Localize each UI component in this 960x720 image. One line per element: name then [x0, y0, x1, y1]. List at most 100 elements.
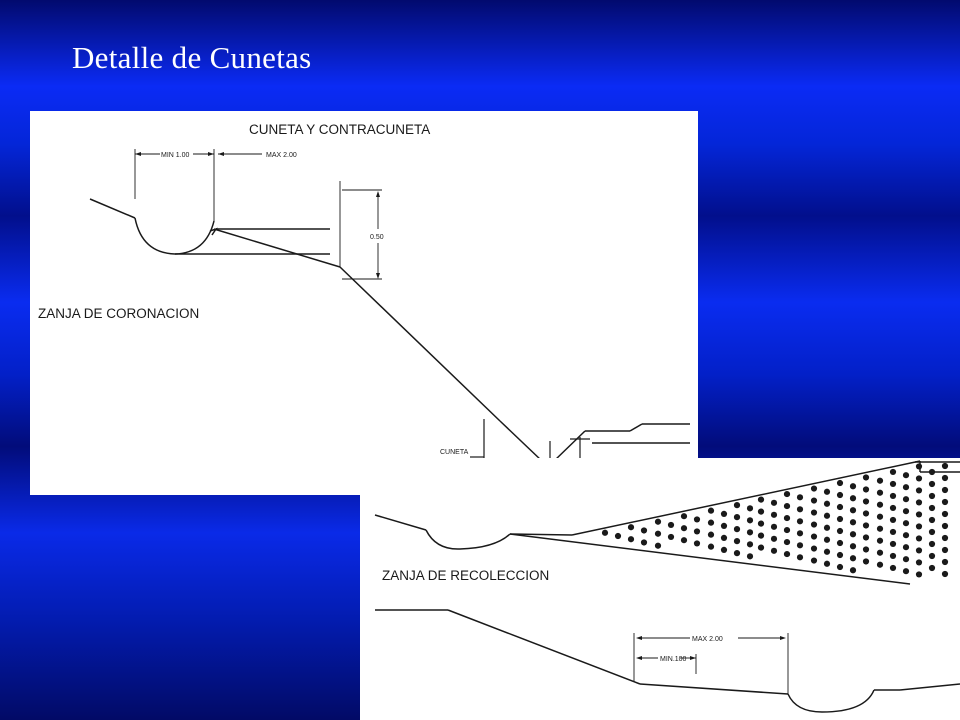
gravel-dot — [720, 534, 728, 541]
gravel-dot — [941, 570, 949, 578]
gravel-dot — [757, 508, 765, 515]
gravel-dot — [862, 510, 870, 517]
road-profile — [375, 609, 960, 713]
gravel-dot — [823, 536, 831, 543]
gravel-dot — [746, 517, 754, 524]
gravel-dot — [941, 486, 949, 494]
gravel-dot — [783, 538, 791, 546]
gravel-dot — [876, 537, 884, 544]
gravel-dot — [915, 523, 923, 530]
gravel-dot — [915, 511, 923, 518]
gravel-dot — [876, 477, 884, 484]
dim-height-label: 0.50 — [370, 234, 384, 241]
gravel-dot — [889, 492, 897, 500]
gravel-dot — [836, 551, 844, 559]
gravel-dot — [823, 524, 831, 531]
gravel-dot — [902, 556, 910, 563]
gravel-dot — [849, 483, 857, 490]
gravel-dot — [876, 525, 884, 532]
gravel-dot — [720, 522, 728, 529]
gravel-dot — [889, 480, 897, 488]
gravel-dot — [889, 552, 897, 560]
gravel-dot — [810, 533, 818, 540]
gravel-dot — [915, 535, 923, 542]
crown-ditch-dimension — [134, 149, 262, 221]
gravel-dot — [862, 534, 870, 541]
gravel-dot — [770, 499, 778, 506]
gravel-dot — [746, 505, 754, 512]
gravel-dot — [928, 528, 936, 536]
gravel-dot — [654, 542, 662, 549]
gravel-dot — [720, 546, 728, 553]
gravel-dot — [876, 489, 884, 496]
gravel-dot — [915, 475, 923, 482]
gravel-dot — [796, 530, 804, 537]
gravel-dot — [707, 507, 715, 514]
gravel-dot — [823, 548, 831, 555]
zanja-coronacion-label: ZANJA DE CORONACION — [38, 306, 199, 321]
gravel-dot — [783, 526, 791, 534]
gravel-dot — [915, 463, 923, 470]
gravel-dot — [836, 491, 844, 499]
gravel-dot — [876, 513, 884, 520]
dim-max-bottom-label: MAX 2.00 — [692, 636, 723, 643]
gravel-dot — [915, 559, 923, 566]
gravel-dot — [862, 558, 870, 565]
crown-ditch-profile — [89, 198, 501, 422]
gravel-dot — [836, 527, 844, 535]
gravel-dot — [915, 571, 923, 578]
gravel-dot — [928, 540, 936, 548]
gravel-dot — [720, 510, 728, 517]
gravel-dot — [849, 495, 857, 502]
gravel-dot — [680, 537, 688, 544]
gravel-dot — [902, 568, 910, 575]
gravel-dot — [693, 516, 701, 523]
gravel-dot — [902, 544, 910, 551]
dim-min-bottom-label: MIN.100 — [660, 656, 687, 663]
gravel-dot — [836, 563, 844, 571]
gravel-dot — [941, 498, 949, 506]
gravel-dot — [849, 531, 857, 538]
gravel-dot — [757, 496, 765, 503]
gravel-dot — [783, 490, 791, 498]
gravel-dot — [810, 545, 818, 552]
gravel-dot — [810, 521, 818, 528]
drawing-heading: CUNETA Y CONTRACUNETA — [249, 122, 430, 137]
gravel-dot — [889, 540, 897, 548]
gravel-dot — [693, 540, 701, 547]
gravel-dot — [796, 494, 804, 501]
gravel-dot — [810, 509, 818, 516]
gravel-dot — [796, 542, 804, 549]
gravel-dot — [823, 488, 831, 495]
gravel-dot — [627, 524, 635, 531]
gravel-dot — [941, 474, 949, 482]
gravel-dot — [627, 536, 635, 543]
gravel-dot — [849, 567, 857, 574]
gravel-dot — [770, 535, 778, 542]
gravel-dot — [746, 529, 754, 536]
gravel-dot — [941, 546, 949, 554]
gravel-dot — [823, 500, 831, 507]
gravel-dot — [733, 550, 741, 557]
gravel-dot — [746, 553, 754, 560]
gravel-dot — [823, 560, 831, 567]
gravel-dot — [707, 531, 715, 538]
gravel-dot — [796, 518, 804, 525]
gravel-dot — [902, 532, 910, 539]
gravel-dot — [928, 480, 936, 488]
gravel-dot — [928, 552, 936, 560]
gravel-dot — [849, 519, 857, 526]
cuneta-contracuneta-svg: CUNETA Y CONTRACUNETA MIN 1.00 MAX 2.00 — [38, 122, 690, 491]
gravel-dot — [915, 487, 923, 494]
gravel-dot — [876, 561, 884, 568]
gravel-dot — [889, 528, 897, 536]
gravel-dot — [783, 502, 791, 510]
gravel-dot — [796, 506, 804, 513]
gravel-dot — [823, 512, 831, 519]
gravel-dot — [810, 557, 818, 564]
gravel-dot — [928, 468, 936, 476]
gravel-dot — [707, 543, 715, 550]
gravel-dot — [862, 498, 870, 505]
gravel-dot — [733, 526, 741, 533]
gravel-dot — [849, 543, 857, 550]
